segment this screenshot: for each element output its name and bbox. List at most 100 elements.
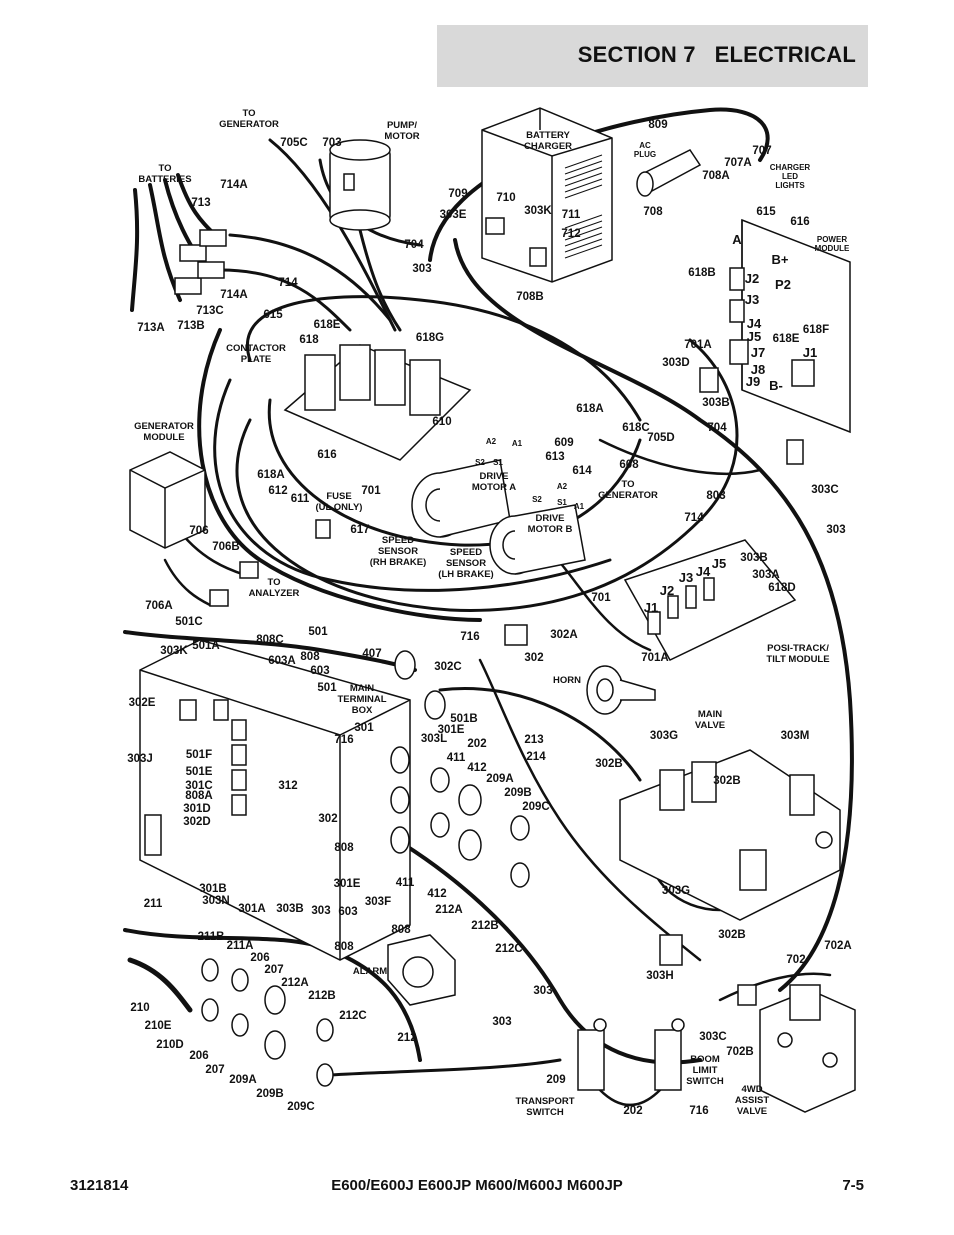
alarm-unit <box>387 934 456 1006</box>
label-209c-2: 209C <box>287 1101 315 1113</box>
label-212a-2: 212A <box>281 977 309 989</box>
bulkhead-connectors <box>174 217 804 1087</box>
label-615-2: 615 <box>263 309 283 321</box>
label-612: 612 <box>268 485 287 497</box>
label-301b: 301B <box>199 883 227 895</box>
label-803: 803 <box>706 490 725 502</box>
label-701a-2: 701A <box>641 652 669 664</box>
label-303h: 303H <box>646 970 674 982</box>
section-title: ELECTRICAL <box>714 42 856 67</box>
label-709: 709 <box>448 188 467 200</box>
label-312: 312 <box>278 780 297 792</box>
label-618b: 618B <box>688 267 716 279</box>
pin-label-pm-j1: J1 <box>803 345 817 360</box>
label-808c: 808C <box>256 634 284 646</box>
label-714-2: 714 <box>684 512 704 524</box>
label-211b: 211B <box>198 931 225 943</box>
pump-motor-unit <box>329 139 391 231</box>
drive-motor-a-unit <box>411 459 511 538</box>
label-301e: 301E <box>438 724 465 736</box>
label-210d: 210D <box>156 1039 184 1051</box>
label-303n: 303N <box>202 895 230 907</box>
cable-706a <box>163 558 212 607</box>
label-303k-1: 303K <box>524 205 552 217</box>
pin-label-pm-b-plus: B+ <box>772 252 789 267</box>
label-212b-2: 212B <box>308 990 336 1002</box>
battery-cable-1 <box>130 188 140 312</box>
label-302c: 302C <box>434 661 462 673</box>
label-808: 808 <box>300 651 320 663</box>
pin-label-pm-a: A <box>732 232 742 247</box>
label-213: 213 <box>524 734 543 746</box>
pin-label-ma-a1: A1 <box>512 439 523 448</box>
label-302-2: 302 <box>318 813 337 825</box>
label-horn: HORN <box>553 675 581 686</box>
label-808-3: 808 <box>391 924 411 936</box>
harness-303-right <box>453 238 854 992</box>
pin-label-pm-j7: J7 <box>751 345 765 360</box>
label-210: 210 <box>130 1002 149 1014</box>
label-707: 707 <box>752 145 771 157</box>
label-303-2: 303 <box>826 524 845 536</box>
label-617: 617 <box>350 524 369 536</box>
label-711: 711 <box>562 209 581 221</box>
label-303g-1: 303G <box>650 730 678 742</box>
pin-label-pm-p2: P2 <box>775 277 791 292</box>
label-618g: 618G <box>416 332 444 344</box>
generator-module-unit <box>129 451 206 549</box>
label-412-2: 412 <box>427 888 446 900</box>
4wd-assist-valve-unit <box>759 984 856 1113</box>
cable-702 <box>718 972 832 1002</box>
pin-label-pm-j9: J9 <box>746 374 760 389</box>
label-303l: 303L <box>421 733 447 745</box>
ac-plug-unit <box>636 149 702 197</box>
label-303c-2: 303C <box>699 1031 727 1043</box>
label-714-1: 714 <box>278 277 298 289</box>
components <box>129 107 856 1113</box>
label-615-1: 615 <box>756 206 776 218</box>
label-603a: 603A <box>268 655 296 667</box>
label-214: 214 <box>526 751 546 763</box>
cable-202 <box>598 1088 662 1107</box>
label-303f: 303F <box>365 896 391 908</box>
cable-302 <box>438 687 642 782</box>
label-706a: 706A <box>145 600 173 612</box>
label-303a-1: 303A <box>752 569 780 581</box>
label-209b-1: 209B <box>504 787 532 799</box>
label-712: 712 <box>561 228 580 240</box>
pin-label-mb-a1: A1 <box>574 502 585 511</box>
label-609: 609 <box>554 437 573 449</box>
label-303c-1: 303C <box>811 484 839 496</box>
label-302: 302 <box>524 652 543 664</box>
label-706b: 706B <box>212 541 240 553</box>
label-303-4: 303 <box>533 985 552 997</box>
label-501a: 501A <box>192 640 220 652</box>
label-303-1: 303 <box>412 263 431 275</box>
harness-left-long <box>197 328 482 622</box>
pin-label-pm-j3: J3 <box>745 292 759 307</box>
label-701a-1: 701A <box>684 339 712 351</box>
label-207-1: 207 <box>264 964 283 976</box>
label-501c: 501C <box>175 616 203 628</box>
label-407: 407 <box>362 648 381 660</box>
label-303g-2: 303G <box>662 885 690 897</box>
pin-label-mb-s2: S2 <box>532 495 542 504</box>
label-206-1: 206 <box>250 952 269 964</box>
label-618c: 618C <box>622 422 650 434</box>
pin-label-pt-j4: J4 <box>696 564 711 579</box>
footer-page-number: 7-5 <box>842 1177 864 1194</box>
label-708: 708 <box>643 206 663 218</box>
section-number: SECTION 7 <box>577 42 696 67</box>
transport-switch-unit <box>577 1018 607 1091</box>
label-212a-1: 212A <box>435 904 463 916</box>
label-212c-2: 212C <box>339 1010 367 1022</box>
